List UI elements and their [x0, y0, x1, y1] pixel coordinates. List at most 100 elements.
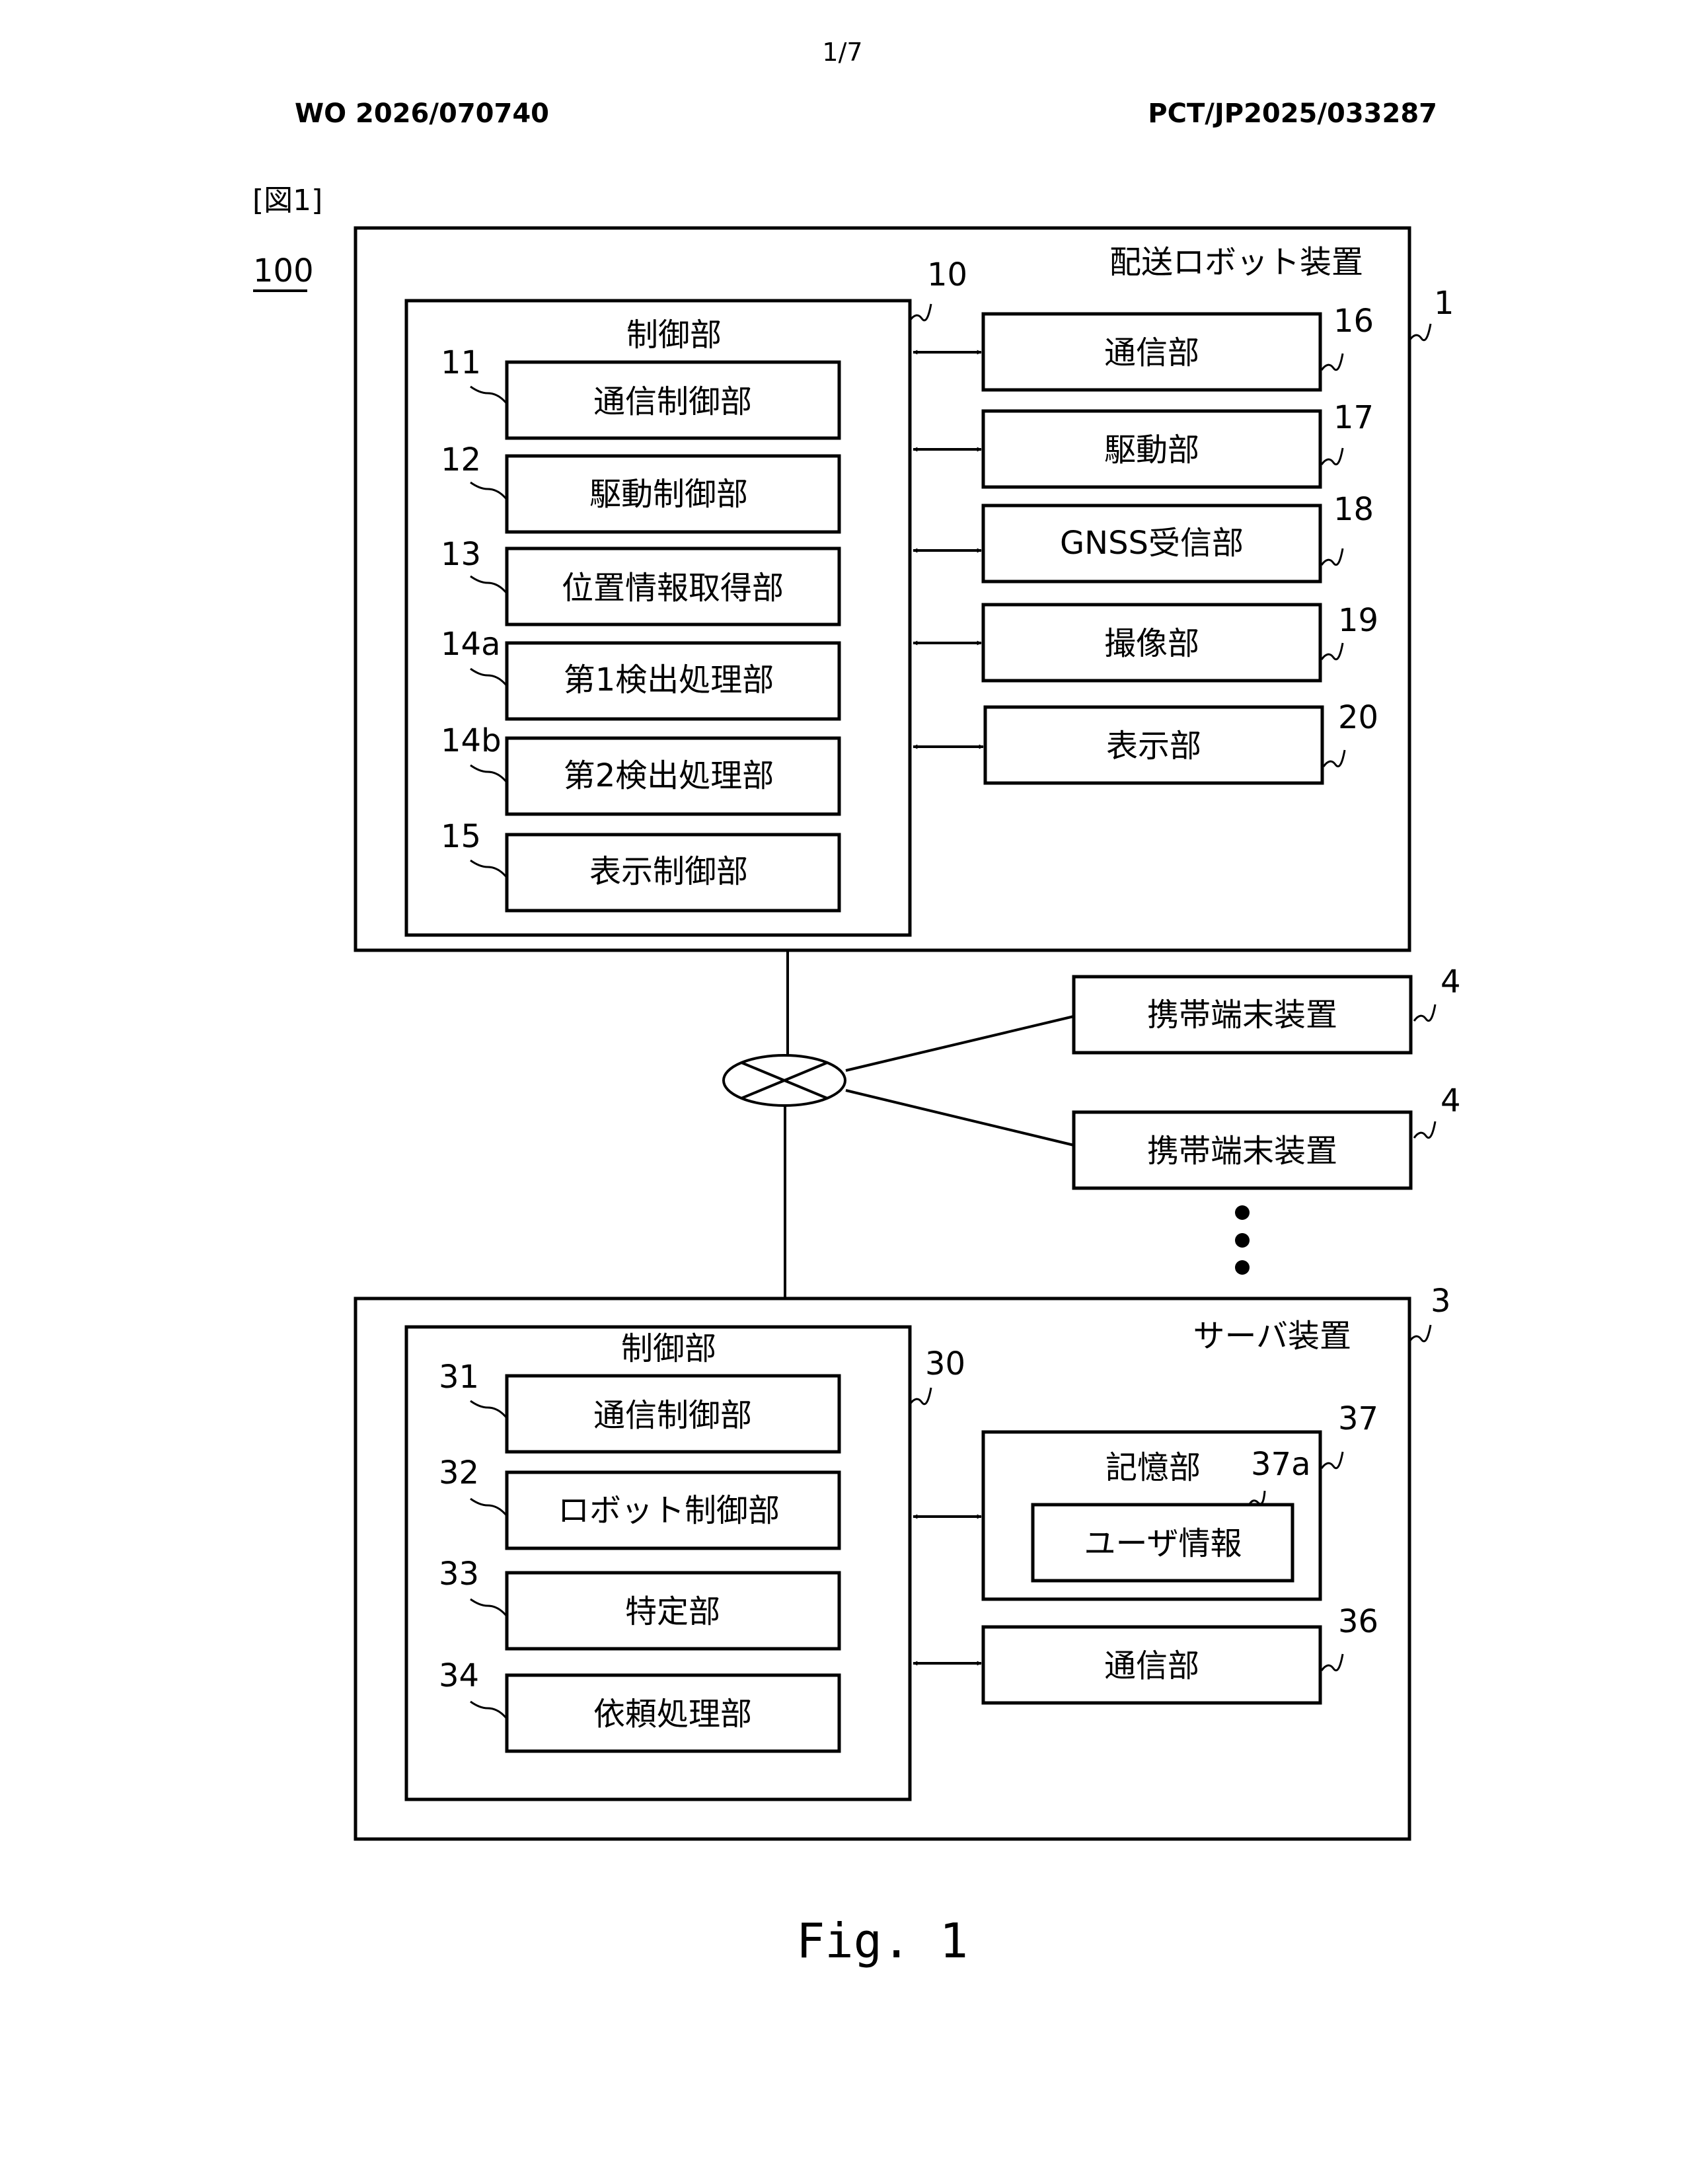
server-device-title: サーバ装置 [1193, 1318, 1351, 1355]
publication-number: WO 2026/070740 [295, 98, 549, 129]
server-communication-label: 通信部 [1104, 1647, 1199, 1684]
robot-control-ref: 10 [927, 256, 967, 293]
robot-control-item: 第2検出処理部 14b [441, 722, 839, 814]
drive-unit-ref: 17 [1333, 399, 1374, 436]
page-number: 1/7 [822, 38, 862, 67]
server-communication-control-label: 通信制御部 [593, 1397, 752, 1434]
terminal-link-1 [846, 1016, 1074, 1071]
server-control-leader [910, 1388, 931, 1404]
terminal: 携帯端末装置 4 [1074, 1082, 1461, 1188]
imaging-unit-leader [1322, 643, 1343, 659]
robot-unit: 駆動部 17 [913, 399, 1374, 487]
display-unit-label: 表示部 [1106, 728, 1201, 765]
figure-caption: Fig. 1 [796, 1913, 968, 1969]
imaging-unit-label: 撮像部 [1104, 625, 1199, 662]
server-communication-control-ref: 31 [439, 1359, 479, 1396]
first-detection-leader [470, 669, 507, 686]
application-number: PCT/JP2025/033287 [1148, 98, 1437, 129]
mobile-terminal-leader-1 [1414, 1004, 1435, 1021]
mobile-terminal-label-2: 携帯端末装置 [1147, 1133, 1337, 1170]
figure-label: [図1] [252, 184, 322, 217]
network [724, 950, 1074, 1299]
communication-control-label: 通信制御部 [593, 383, 752, 420]
display-unit-ref: 20 [1338, 699, 1378, 736]
robot-control-item: 表示制御部 15 [441, 818, 839, 911]
communication-unit-ref: 16 [1333, 303, 1374, 340]
communication-unit-leader [1322, 354, 1343, 370]
drive-control-label: 駆動制御部 [589, 476, 748, 513]
server-control-item: 特定部 33 [439, 1556, 839, 1649]
robot-units: 通信部 16 駆動部 17 GNSS受信部 18 撮像部 19 [913, 303, 1378, 783]
display-control-ref: 15 [441, 818, 481, 855]
robot-unit: 撮像部 19 [913, 602, 1378, 681]
identification-label: 特定部 [625, 1593, 720, 1630]
storage-title: 記憶部 [1105, 1449, 1201, 1486]
mobile-terminal-label-1: 携帯端末装置 [1147, 997, 1337, 1034]
robot-device-ref: 1 [1434, 285, 1454, 322]
mobile-terminal-ref-2: 4 [1441, 1082, 1461, 1119]
mobile-terminal-ref-1: 4 [1441, 963, 1461, 1000]
ellipsis-dots [1235, 1205, 1250, 1275]
request-processing-leader [470, 1702, 507, 1719]
user-info-label: ユーザ情報 [1084, 1525, 1242, 1562]
robot-unit: GNSS受信部 18 [913, 491, 1374, 582]
terminal-link-2 [846, 1090, 1074, 1145]
first-detection-label: 第1検出処理部 [564, 661, 774, 698]
robot-device-leader [1409, 324, 1431, 340]
server-communication-leader [1322, 1654, 1343, 1671]
server-device-ref: 3 [1431, 1283, 1451, 1320]
robot-unit: 表示部 20 [913, 699, 1378, 783]
server-control-item: 通信制御部 31 [439, 1359, 839, 1452]
gnss-receiver-leader [1322, 548, 1343, 565]
server-control-ref: 30 [925, 1345, 965, 1382]
network-node-icon [724, 1055, 845, 1106]
display-control-leader [470, 860, 507, 878]
robot-control-item: 位置情報取得部 13 [441, 536, 839, 624]
terminals: 携帯端末装置 4 携帯端末装置 4 [1074, 963, 1461, 1188]
robot-control-item: 駆動制御部 12 [441, 441, 839, 532]
storage-ref: 37 [1338, 1400, 1378, 1437]
second-detection-label: 第2検出処理部 [564, 757, 774, 794]
system-ref: 100 [253, 252, 314, 289]
robot-control-item: 通信制御部 11 [441, 344, 839, 438]
drive-unit-label: 駆動部 [1104, 432, 1199, 469]
gnss-receiver-ref: 18 [1333, 491, 1374, 528]
server-communication-control-leader [470, 1401, 507, 1418]
server-control-item: ロボット制御部 32 [439, 1454, 839, 1548]
robot-control-item-leader [470, 1499, 507, 1516]
robot-device-title: 配送ロボット装置 [1109, 244, 1363, 281]
terminal: 携帯端末装置 4 [1074, 963, 1461, 1053]
user-info-ref: 37a [1251, 1446, 1311, 1483]
mobile-terminal-leader-2 [1414, 1121, 1435, 1138]
server-control-item: 依頼処理部 34 [439, 1657, 839, 1751]
robot-unit: 通信部 16 [913, 303, 1374, 390]
server-communication-ref: 36 [1338, 1603, 1378, 1640]
robot-control-items: 通信制御部 11 駆動制御部 12 位置情報取得部 13 第1検出処理部 14a… [441, 344, 839, 911]
first-detection-ref: 14a [441, 626, 501, 663]
identification-ref: 33 [439, 1556, 479, 1593]
position-info-acquisition-label: 位置情報取得部 [562, 570, 784, 607]
identification-leader [470, 1599, 507, 1616]
request-processing-label: 依頼処理部 [593, 1696, 752, 1733]
robot-control-label: ロボット制御部 [558, 1492, 780, 1529]
server-device-leader [1409, 1325, 1431, 1341]
request-processing-ref: 34 [439, 1657, 479, 1694]
drive-control-ref: 12 [441, 441, 481, 478]
communication-control-leader [470, 387, 507, 404]
second-detection-leader [470, 765, 507, 782]
imaging-unit-ref: 19 [1338, 602, 1378, 639]
robot-control-item-ref: 32 [439, 1454, 479, 1491]
storage-leader [1322, 1452, 1343, 1468]
position-info-acquisition-leader [470, 576, 507, 593]
second-detection-ref: 14b [441, 722, 502, 759]
robot-control-item: 第1検出処理部 14a [441, 626, 839, 719]
robot-control-title: 制御部 [626, 317, 722, 354]
server-control-items: 通信制御部 31 ロボット制御部 32 特定部 33 依頼処理部 34 [439, 1359, 839, 1751]
robot-control-leader [910, 304, 931, 320]
display-unit-leader [1324, 750, 1345, 767]
gnss-receiver-label: GNSS受信部 [1060, 525, 1244, 562]
drive-unit-leader [1322, 448, 1343, 465]
communication-control-ref: 11 [441, 344, 481, 381]
